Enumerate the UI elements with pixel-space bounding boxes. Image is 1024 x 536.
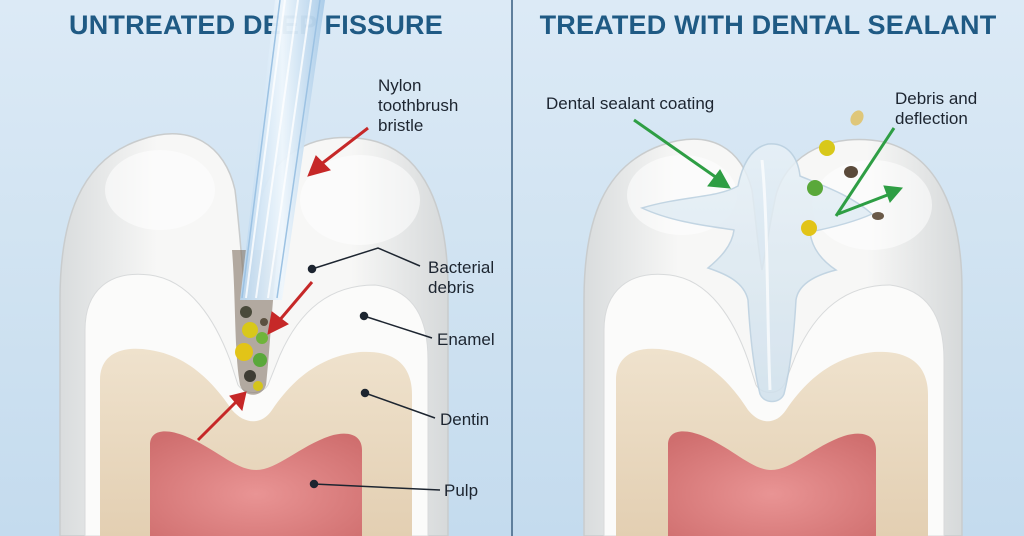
treated-tooth-illustration (583, 110, 963, 536)
debris-label-line2: debris (428, 278, 475, 297)
sealant-label: Dental sealant coating (546, 94, 715, 113)
untreated-tooth-illustration (59, 0, 449, 536)
untreated-panel: UNTREATED DEEP FISSURE (59, 0, 495, 536)
bacterial-debris (235, 306, 268, 391)
pulp-label: Pulp (444, 481, 479, 500)
treated-panel: TREATED WITH DENTAL SEALANT (512, 0, 1024, 536)
debris-label: Bacterial debris (428, 258, 494, 298)
panel-divider (511, 0, 513, 536)
green-arrows (633, 118, 903, 217)
bristle-label-line1: Nylon (378, 76, 422, 95)
debris-label-line1: Bacterial (428, 258, 495, 277)
red-arrows (196, 126, 369, 442)
enamel-label: Enamel (437, 330, 495, 349)
treated-title: TREATED WITH DENTAL SEALANT (539, 10, 997, 40)
toothbrush-bristle (240, 0, 325, 300)
deflection-label-line1: Debris and (895, 89, 978, 108)
leader-lines (307, 247, 441, 491)
dentin-label: Dentin (440, 410, 490, 429)
deflection-label-line2: deflection (895, 109, 968, 128)
deflection-label: Debris and deflection (895, 89, 977, 129)
deflected-debris (801, 110, 884, 236)
sealant-coating (639, 143, 874, 403)
bristle-label-line3: bristle (378, 116, 424, 135)
bristle-label-line2: toothbrush (378, 96, 459, 115)
treated-pulp (668, 431, 876, 536)
bristle-label: Nylon toothbrush bristle (378, 76, 458, 136)
pulp (150, 431, 362, 536)
untreated-title: UNTREATED DEEP FISSURE (69, 10, 443, 40)
